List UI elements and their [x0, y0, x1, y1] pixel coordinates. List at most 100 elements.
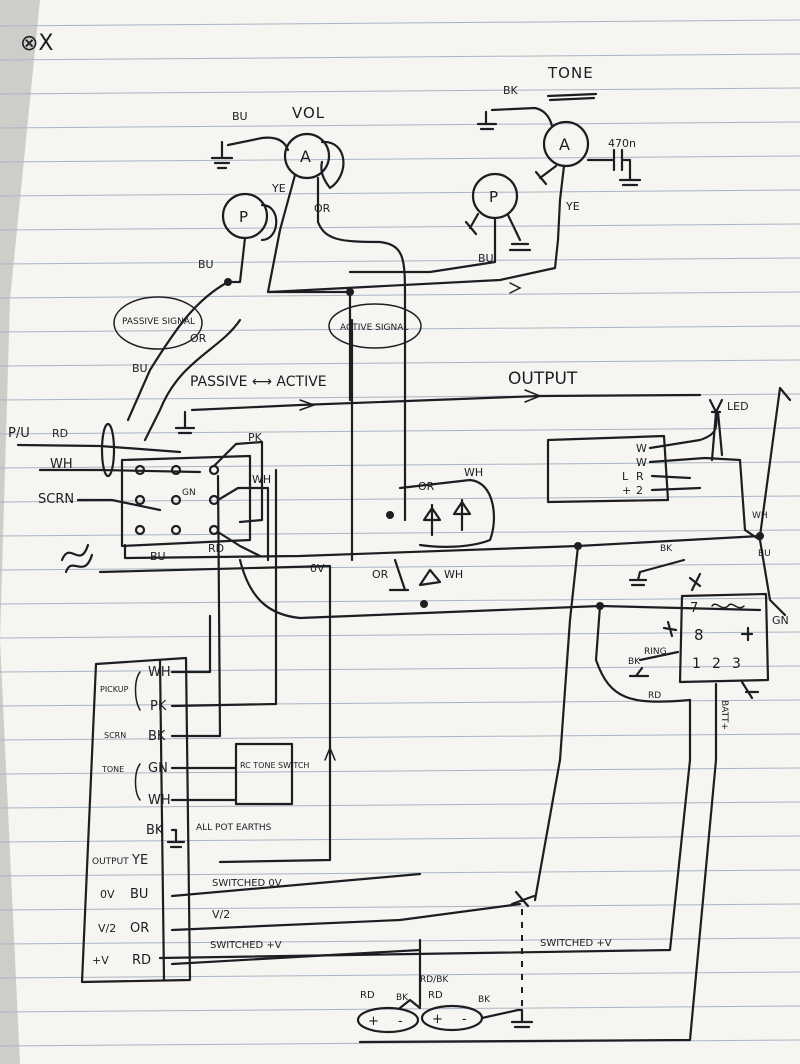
vol-pot-a — [283, 132, 331, 180]
tone-p-lugs — [464, 212, 532, 252]
junction-ov — [574, 542, 582, 550]
passive-signal-label: PASSIVE SIGNAL — [122, 317, 195, 327]
sw-pin-2: 2 — [636, 484, 643, 497]
tone-cut-mark — [534, 164, 558, 186]
group-tone: TONE — [101, 765, 124, 774]
diode-network: OR WH OR WH 0V — [310, 466, 496, 592]
right-side-wires — [758, 386, 792, 617]
ruled-line — [0, 869, 800, 877]
sw-pk-label: PK — [248, 431, 263, 444]
cable-clamp — [100, 422, 116, 478]
ruled-line — [0, 189, 800, 197]
connector-pickup-wires — [170, 468, 278, 738]
mode-switch-block: PK WH GN BU RD — [120, 431, 271, 563]
active-signal-bubble — [328, 303, 422, 349]
jack-rd-label: RD — [648, 691, 661, 701]
jack-bk-label: BK — [660, 544, 673, 554]
jack-pin-3: 3 — [732, 656, 741, 672]
tone-capacitor — [586, 148, 642, 187]
box-wh-label: WH — [752, 511, 768, 521]
connector-braces — [134, 671, 141, 801]
batt-rdbk-label: RD/BK — [420, 975, 449, 985]
tone-label: TONE — [547, 64, 594, 82]
ruled-line — [0, 835, 800, 843]
output-arrow-2 — [299, 399, 317, 411]
output-up-arrow — [324, 746, 336, 761]
switched-v-lower-label: SWITCHED +V — [540, 938, 612, 949]
connector-earth — [166, 828, 186, 849]
row-code-bk2: BK — [146, 823, 164, 838]
tone-pot-a-letter: A — [559, 135, 570, 154]
vol-bu-lower-label: BU — [198, 258, 214, 271]
connector-tone-wires — [170, 766, 238, 802]
row-code-pk: PK — [150, 699, 167, 714]
output-return-wire — [98, 564, 332, 864]
sw-wh-wire — [216, 486, 270, 562]
diode-lower — [388, 558, 442, 592]
ruled-line — [0, 597, 800, 605]
batt-bk-label: BK — [396, 993, 409, 1003]
vol-or-label: OR — [314, 202, 331, 215]
switched-v-label: SWITCHED +V — [210, 940, 282, 951]
ruled-line — [0, 937, 800, 945]
volume-pot-group: VOL A BU YE OR P BU — [198, 104, 407, 522]
ruled-line — [0, 665, 800, 673]
diode-2 — [452, 498, 472, 532]
ring-ground — [628, 650, 680, 678]
jack-ground — [628, 558, 686, 587]
diode-wh-label: WH — [464, 466, 483, 479]
pu-rd-label: RD — [52, 427, 68, 440]
connector-divider — [158, 658, 166, 982]
tone-pot-p-letter: P — [489, 188, 498, 206]
vol-pot-p-letter: P — [239, 208, 248, 226]
battery-pack: RD/BK RD BK RD BK + - + - SWITCHED +V — [356, 890, 612, 1034]
led-label: LED — [727, 400, 749, 413]
row-label-v2: V/2 — [98, 922, 116, 935]
junction-diode — [386, 511, 394, 519]
output-jack: 7 8 1 2 3 BK BU GN RING BK RD BATT+ — [358, 544, 789, 1044]
tone-bk-label: BK — [503, 84, 519, 97]
row-label-ov: 0V — [100, 888, 115, 901]
rc-tone-switch-box — [234, 742, 294, 806]
ruled-line — [0, 325, 800, 333]
vol-ground-symbol — [210, 140, 234, 170]
all-pot-earths-label: ALL POT EARTHS — [196, 823, 272, 833]
passive-bu-wire — [126, 280, 230, 422]
battery-wires — [398, 938, 534, 1029]
jack-bu-label: BU — [758, 549, 771, 559]
vol-ye-label: YE — [271, 182, 286, 195]
led-switch-box: W W L R + 2 WH — [546, 386, 792, 617]
row-code-bu: BU — [130, 887, 148, 902]
row-code-ye: YE — [131, 853, 148, 868]
battery-1 — [356, 1006, 420, 1034]
batt2-rd-label: RD — [428, 990, 443, 1001]
sw-pk-wire — [212, 440, 264, 524]
switched-v-wire — [158, 698, 692, 960]
batt-label: BATT+ — [719, 700, 729, 730]
row-code-wh2: WH — [148, 793, 171, 808]
ruled-line — [0, 19, 800, 27]
passive-bu-label: BU — [132, 362, 148, 375]
sw-pin-w1: W — [636, 442, 647, 455]
ruled-line — [0, 291, 800, 299]
junction-diode-lower — [420, 600, 428, 608]
cap-label: 470n — [608, 137, 636, 150]
vol-bu-label: BU — [232, 110, 248, 123]
batt1-rd-label: RD — [360, 990, 375, 1001]
group-pickup: PICKUP — [100, 685, 129, 694]
corner-mark: ⊗X — [20, 31, 54, 56]
switched-ov-label: SWITCHED 0V — [212, 878, 282, 889]
row-code-wh1: WH — [148, 665, 171, 680]
jack-pin-7: 7 — [690, 601, 698, 616]
pu-wh-label: WH — [50, 457, 73, 472]
vol-label: VOL — [292, 104, 325, 122]
ruled-line — [0, 903, 800, 911]
sw-pin-plus: + — [622, 484, 631, 497]
scribble-mark — [60, 543, 94, 574]
diode-loop — [398, 478, 496, 548]
output-label: OUTPUT — [508, 369, 578, 389]
group-scrn: SCRN — [104, 731, 126, 740]
tone-ground-wire — [476, 106, 554, 131]
